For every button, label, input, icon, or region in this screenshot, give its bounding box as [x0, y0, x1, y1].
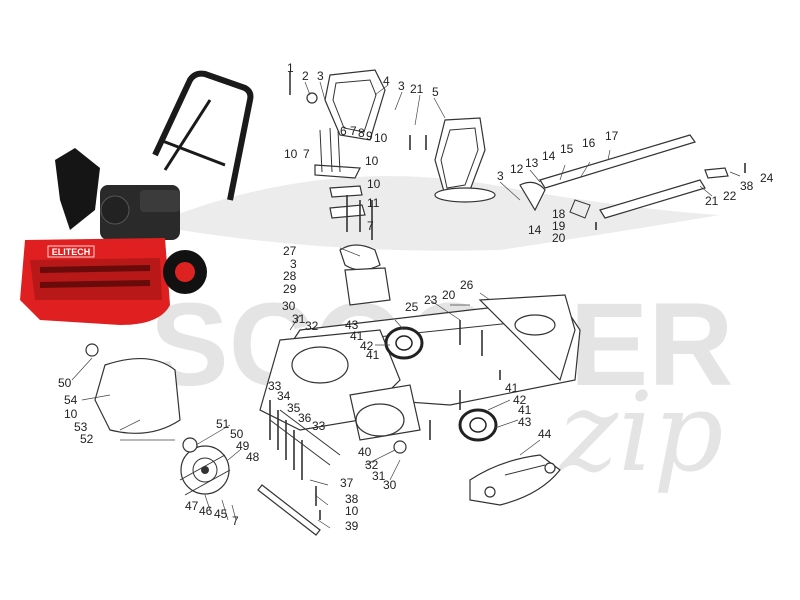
callout: 50: [230, 427, 244, 441]
callout: 41: [366, 348, 380, 362]
callout: 49: [236, 439, 250, 453]
callout: 46: [199, 504, 213, 518]
callout: 50: [58, 376, 72, 390]
leader-lines: [71, 75, 741, 529]
callout: 44: [538, 427, 552, 441]
callout: 45: [214, 507, 228, 521]
callout: 2: [302, 69, 309, 83]
callout: 33: [312, 419, 326, 433]
callout: 9: [366, 129, 373, 143]
callout: 1: [287, 61, 294, 75]
callout: 17: [605, 129, 619, 143]
callout-labels: 1 2 3 4 3 21 5 6 7 8 9 10 10 7 10 10 11 …: [58, 61, 774, 533]
callout: 41: [350, 329, 364, 343]
callout: 3: [317, 69, 324, 83]
callout: 54: [64, 393, 78, 407]
callout: 52: [80, 432, 94, 446]
callout: 7: [367, 219, 374, 233]
callout: 21: [410, 82, 424, 96]
callout: 10: [365, 154, 379, 168]
callout: 34: [277, 389, 291, 403]
callout: 21: [705, 194, 719, 208]
callout: 31: [292, 312, 306, 326]
upper-handle-assembly: [306, 69, 496, 306]
callout: 19: [552, 219, 566, 233]
callout: 51: [216, 417, 230, 431]
callout: 15: [560, 142, 574, 156]
callout: 53: [74, 420, 88, 434]
callout: 7: [232, 514, 239, 528]
callout: 4: [383, 74, 390, 88]
callout: 41: [518, 403, 532, 417]
auger-cover: [94, 329, 421, 441]
callout: 35: [287, 401, 301, 415]
callout: 47: [185, 499, 199, 513]
callout: 42: [360, 339, 374, 353]
callout: 18: [552, 207, 566, 221]
pulley: [85, 343, 407, 496]
callout: 3: [290, 257, 297, 271]
callout: 11: [367, 196, 380, 210]
callout: 7: [303, 147, 310, 161]
brand-label: ELITECH: [52, 247, 91, 257]
callout: 43: [345, 318, 359, 332]
callout: 26: [460, 278, 474, 292]
callout: 10: [64, 407, 78, 421]
callout: 25: [405, 300, 419, 314]
callout: 37: [340, 476, 354, 490]
callout: 16: [582, 136, 596, 150]
callout: 3: [398, 79, 405, 93]
watermark-script: zip: [558, 368, 724, 496]
callout: 20: [552, 231, 566, 245]
callout: 24: [760, 171, 774, 185]
callout: 41: [505, 381, 519, 395]
callout: 6: [340, 124, 347, 138]
callout: 14: [528, 223, 542, 237]
callout: 3: [497, 169, 504, 183]
callout: 10: [367, 177, 381, 191]
callout: 32: [305, 319, 319, 333]
callout: 40: [358, 445, 372, 459]
callout: 32: [365, 458, 379, 472]
callout: 10: [374, 131, 388, 145]
callout: 20: [442, 288, 456, 302]
callout: 43: [518, 415, 532, 429]
callout: 42: [513, 393, 527, 407]
callout: 38: [345, 492, 359, 506]
callout: 30: [383, 478, 397, 492]
callout: 36: [298, 411, 312, 425]
callout: 23: [424, 293, 438, 307]
scraper-bar: [257, 409, 341, 536]
callout: 29: [283, 282, 297, 296]
callout: 30: [282, 299, 296, 313]
callout: 33: [268, 379, 282, 393]
skid-shoe: [469, 454, 561, 506]
control-rods: [519, 134, 729, 219]
callout: 13: [525, 156, 539, 170]
callout: 48: [246, 450, 260, 464]
callout: 39: [345, 519, 359, 533]
callout: 22: [723, 189, 737, 203]
callout: 8: [358, 126, 365, 140]
callout: 14: [542, 149, 556, 163]
callout: 7: [350, 124, 357, 138]
callout: 31: [372, 469, 386, 483]
callout: 5: [432, 85, 439, 99]
product-photo: ELITECH: [20, 70, 254, 325]
callout: 38: [740, 179, 754, 193]
callout: 28: [283, 269, 297, 283]
callout: 12: [510, 162, 524, 176]
callout: 27: [283, 244, 297, 258]
callout: 10: [284, 147, 298, 161]
wheels: [384, 326, 498, 442]
callout: 10: [345, 504, 359, 518]
